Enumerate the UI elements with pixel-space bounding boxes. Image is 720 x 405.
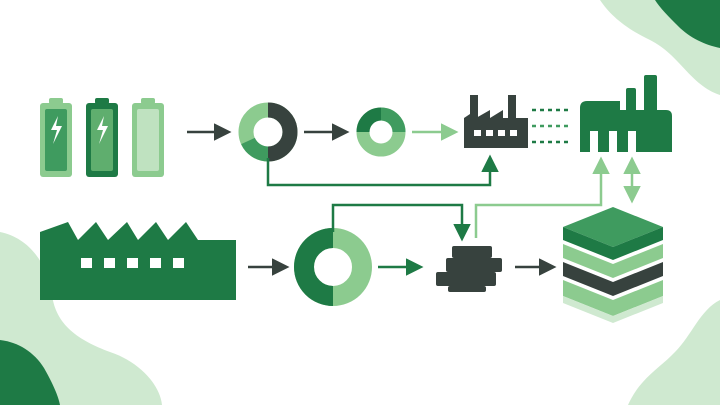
arrow-loop-donut-to-factory <box>266 154 499 187</box>
arrow-loop-large-donut-to-blocks <box>331 203 471 242</box>
arrow-blocks-up-to-plant <box>474 156 610 238</box>
decorative-blob-bottom-right <box>628 300 720 405</box>
dashed-connection <box>532 108 572 144</box>
small-donut-chart-icon <box>356 107 406 157</box>
layered-stack-icon <box>563 207 663 323</box>
decorative-blob-top-right <box>600 0 720 95</box>
battery-dark-icon <box>86 98 118 177</box>
industrial-plant-icon <box>580 75 672 152</box>
large-factory-icon <box>40 222 236 300</box>
donut-chart-icon <box>238 102 298 162</box>
large-donut-chart-icon <box>294 228 372 306</box>
factory-icon <box>464 95 528 148</box>
stacked-blocks-icon <box>436 246 502 292</box>
battery-empty-icon <box>132 98 164 177</box>
battery-light-icon <box>40 98 72 177</box>
